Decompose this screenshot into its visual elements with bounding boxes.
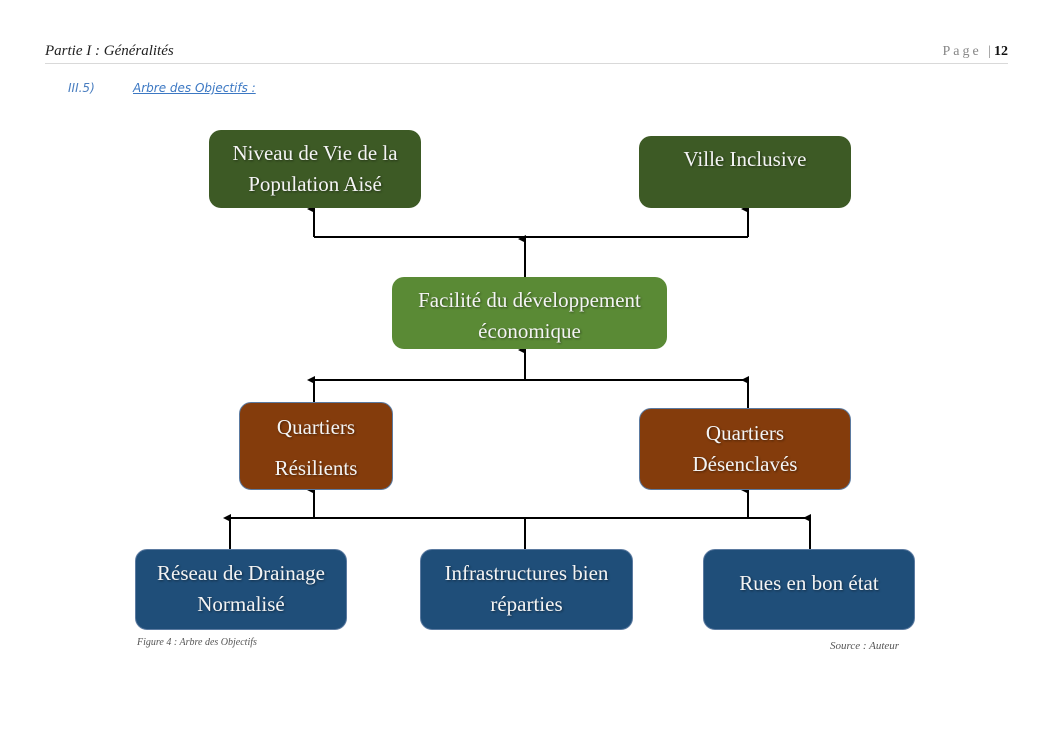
objective-bottom-left: Réseau de Drainage Normalisé xyxy=(135,549,347,630)
objective-text: réparties xyxy=(490,592,563,616)
objective-text: Rues en bon état xyxy=(739,571,879,595)
objective-text: Normalisé xyxy=(197,592,285,616)
objective-middle: Facilité du développement économique xyxy=(392,277,667,349)
objective-bottom-middle: Infrastructures bien réparties xyxy=(420,549,633,630)
objective-text: Ville Inclusive xyxy=(683,147,807,171)
objective-text: Infrastructures bien xyxy=(444,561,609,585)
objective-bottom-right: Rues en bon état xyxy=(703,549,915,630)
objective-text: Niveau de Vie de la xyxy=(232,141,398,165)
header-divider xyxy=(45,63,1008,64)
objective-text: Quartiers xyxy=(276,415,356,439)
section-title[interactable]: Arbre des Objectifs : xyxy=(133,81,256,95)
section-number: III.5) xyxy=(68,81,95,95)
connector-middle-to-top xyxy=(314,236,748,277)
figure-caption: Figure 4 : Arbre des Objectifs xyxy=(137,637,257,648)
objective-text: Facilité du développement xyxy=(418,288,641,312)
figure-source: Source : Auteur xyxy=(830,640,900,652)
objective-text: économique xyxy=(478,319,581,343)
objective-top-right: Ville Inclusive xyxy=(639,136,851,208)
connector-bottom-to-level3 xyxy=(230,517,810,549)
objective-text: Quartiers xyxy=(705,421,785,445)
page-label: Page | xyxy=(942,44,994,59)
objective-text: Désenclavés xyxy=(692,452,798,476)
objective-top-left: Niveau de Vie de la Population Aisé xyxy=(209,130,421,208)
objective-level3-right: Quartiers Désenclavés xyxy=(639,408,851,490)
page-number-value: 12 xyxy=(994,44,1008,59)
header-chapter: Partie I : Généralités xyxy=(45,43,174,59)
objective-level3-left: Quartiers Résilients xyxy=(239,402,393,490)
objective-text: Réseau de Drainage xyxy=(157,561,325,585)
page-number: Page |12 xyxy=(942,44,1008,60)
objective-text: Résilients xyxy=(274,456,358,480)
objective-text: Population Aisé xyxy=(248,172,382,196)
